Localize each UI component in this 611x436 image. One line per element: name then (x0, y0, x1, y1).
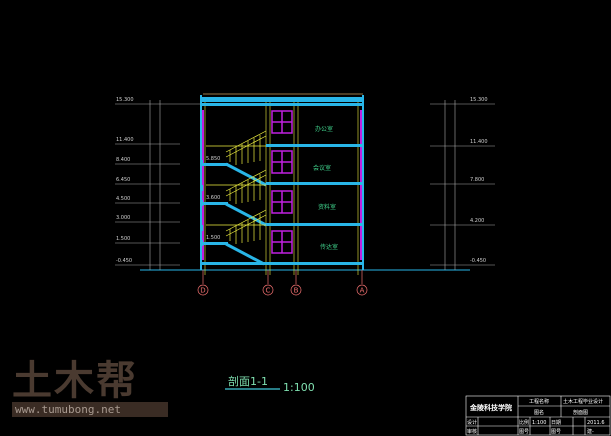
landing-level: 5.850 (206, 156, 220, 162)
level-label: 4.200 (470, 218, 484, 224)
axis-label: C (266, 287, 271, 295)
landing-level: 3.600 (206, 195, 220, 201)
level-label: 3.000 (116, 215, 130, 221)
section-scale: 1:100 (283, 381, 315, 394)
windows (271, 110, 293, 254)
scale-value: 1:100 (532, 420, 546, 426)
column-lines (204, 100, 359, 275)
axis-label: D (200, 287, 205, 295)
landing-level: 1.500 (206, 235, 220, 241)
right-level-markers (430, 100, 495, 270)
level-label: 1.500 (116, 236, 130, 242)
room-label: 传达室 (320, 243, 338, 251)
level-label: 15.300 (470, 97, 488, 103)
school-name: 金陵科技学院 (469, 403, 512, 412)
stairs (203, 130, 267, 266)
page-label: 图号 (551, 429, 561, 435)
sheet-label: 图号 (519, 429, 529, 435)
design-label: 设计 (467, 419, 477, 426)
drawing-label: 图名 (534, 409, 544, 416)
watermark: 土木帮 www.tumubong.net (12, 358, 168, 417)
watermark-url: www.tumubong.net (12, 402, 168, 417)
check-label: 审核 (467, 428, 477, 435)
level-label: 11.400 (470, 139, 488, 145)
scale-label: 比例 (519, 419, 529, 426)
axis-lines (197, 270, 368, 296)
title-block (465, 395, 611, 436)
date-label: 日期 (551, 420, 561, 426)
axis-label: B (294, 287, 299, 295)
project-label: 工程名称 (529, 398, 549, 405)
date-value: 2011.6 (587, 420, 605, 426)
level-label: 6.450 (116, 177, 130, 183)
level-label: -0.450 (116, 258, 132, 264)
floor-slabs (200, 95, 364, 270)
level-label: -0.450 (470, 258, 486, 264)
room-label: 会议室 (313, 164, 331, 172)
level-label: 8.400 (116, 157, 130, 163)
level-label: 4.500 (116, 196, 130, 202)
level-label: 7.800 (470, 177, 484, 183)
level-label: 15.300 (116, 97, 134, 103)
page-value: 建- (587, 428, 594, 435)
drawing-value: 剖面图 (573, 409, 588, 416)
section-title: 剖面1-1 (228, 374, 268, 388)
project-value: 土木工程毕业设计 (563, 398, 603, 405)
room-label: 办公室 (315, 125, 333, 133)
left-level-markers (115, 100, 200, 270)
level-label: 11.400 (116, 137, 134, 143)
room-label: 资料室 (318, 203, 336, 211)
axis-label: A (360, 287, 365, 295)
watermark-logo: 土木帮 (12, 358, 138, 404)
